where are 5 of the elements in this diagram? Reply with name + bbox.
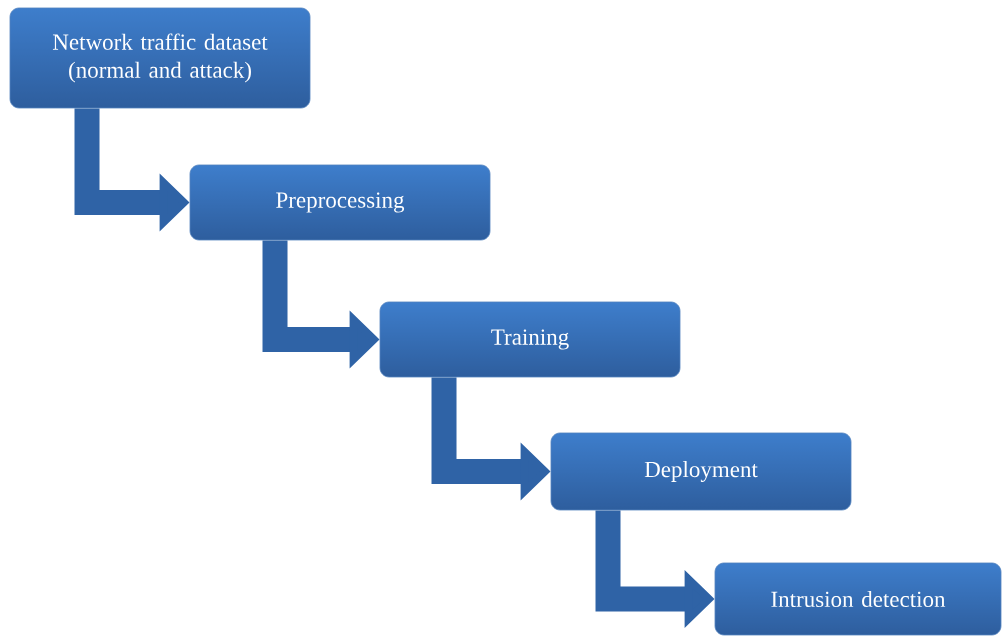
process-box: Deployment: [550, 432, 852, 511]
process-box: Intrusion detection: [714, 562, 1002, 636]
process-box: Network traffic dataset (normal and attack): [9, 7, 311, 109]
process-box: Training: [379, 301, 681, 378]
process-box: Preprocessing: [189, 164, 491, 241]
